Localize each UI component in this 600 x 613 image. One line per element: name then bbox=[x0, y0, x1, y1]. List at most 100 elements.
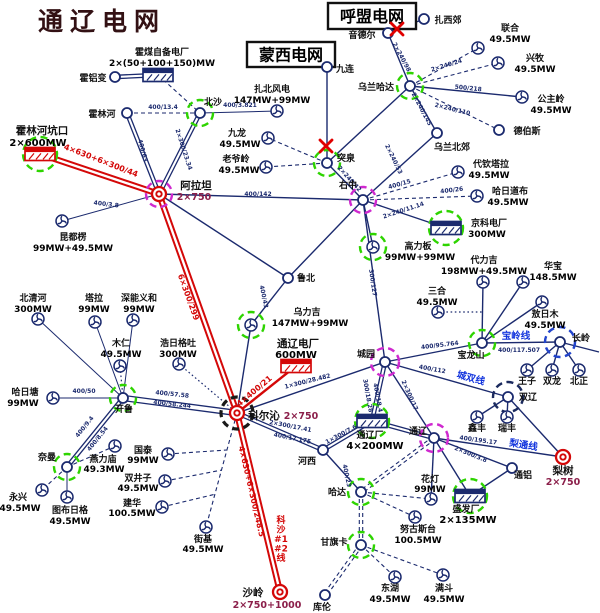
node-label: 99MW bbox=[7, 399, 38, 409]
wind-blade bbox=[493, 62, 499, 67]
wind-blade bbox=[164, 480, 170, 484]
node-label: 华宝 bbox=[544, 260, 562, 272]
node-label: 九龙 bbox=[227, 127, 246, 139]
transmission-line bbox=[360, 491, 416, 518]
highlight-ring-green bbox=[451, 477, 489, 515]
line-label: 2×300/17 bbox=[400, 379, 420, 411]
power-plant-hatch bbox=[360, 420, 367, 427]
external-grid-label: 呼盟电网 bbox=[340, 7, 404, 26]
node-label: 通辽厂 bbox=[356, 429, 383, 441]
node-shennengyihe bbox=[126, 313, 140, 327]
node-label: 100.5MW bbox=[394, 536, 441, 546]
node-label: 147MW+99MW bbox=[234, 96, 311, 106]
highlight-ring-green bbox=[358, 232, 388, 262]
substation-icon bbox=[109, 71, 121, 83]
transmission-line bbox=[559, 341, 600, 353]
wind-blade bbox=[550, 364, 553, 371]
node-label: 木仁 bbox=[111, 337, 130, 349]
transmission-line bbox=[373, 362, 388, 422]
node-label: 49.5MW bbox=[219, 140, 260, 150]
transmission-line bbox=[526, 341, 561, 371]
node-label: 49.5MW bbox=[468, 171, 509, 181]
node-label: 哈达 bbox=[328, 486, 346, 498]
transmission-line bbox=[359, 436, 434, 492]
node-tuburige bbox=[60, 490, 74, 504]
transmission-line bbox=[362, 199, 386, 363]
wind-blade bbox=[57, 220, 63, 225]
node-shuangliao bbox=[502, 391, 514, 403]
node-tala bbox=[88, 315, 102, 329]
wind-blade bbox=[371, 241, 374, 248]
transmission-line bbox=[384, 361, 509, 398]
line-label: 400/58.244 bbox=[153, 399, 191, 410]
node-zhaxijiao bbox=[418, 13, 430, 25]
transmission-line bbox=[360, 544, 444, 576]
node-muren bbox=[113, 359, 127, 373]
line-label: 城双线 bbox=[455, 368, 486, 388]
node-label: 燕力庙 bbox=[89, 453, 116, 465]
transmission-line bbox=[481, 281, 524, 344]
wind-blade bbox=[119, 365, 125, 369]
node-label: 长岭 bbox=[572, 332, 590, 344]
line-label: 300/127 bbox=[367, 269, 378, 297]
node-label: 北清河 bbox=[19, 292, 46, 304]
node-label: 浩日格吐 bbox=[160, 337, 196, 349]
highlight-ring-magenta bbox=[369, 346, 401, 378]
node-mandou bbox=[436, 568, 450, 582]
transmission-line bbox=[167, 449, 228, 455]
wind-blade bbox=[520, 91, 523, 98]
power-plant-hatch bbox=[35, 153, 42, 160]
highlight-ring-green bbox=[467, 328, 497, 358]
node-label: 永兴 bbox=[8, 491, 27, 503]
node-label: 九连 bbox=[335, 63, 355, 75]
wind-blade bbox=[37, 318, 43, 322]
line-label: 400/112 bbox=[418, 364, 446, 376]
transmission-line bbox=[360, 491, 432, 500]
power-plant-band bbox=[357, 414, 387, 420]
node-label: 双龙 bbox=[543, 375, 561, 387]
transmission-line bbox=[233, 413, 279, 593]
transmission-line bbox=[409, 85, 523, 98]
wind-blade bbox=[265, 166, 271, 170]
node-youzhong bbox=[357, 194, 369, 206]
substation-icon bbox=[117, 392, 129, 404]
node-label: 代力吉 bbox=[469, 254, 497, 266]
line-label: 梨通线 bbox=[507, 437, 539, 454]
wind-blade bbox=[204, 521, 207, 528]
x-mark bbox=[318, 138, 334, 154]
node-huomei bbox=[142, 67, 174, 83]
node-label: 音德尔 bbox=[348, 29, 375, 41]
power-plant-hatch bbox=[454, 227, 461, 234]
node-label: 乌兰哈达 bbox=[358, 81, 394, 93]
node-label: 北沙 bbox=[204, 96, 222, 108]
node-debosi bbox=[493, 124, 505, 136]
node-shengfa bbox=[454, 488, 486, 504]
wind-blade bbox=[506, 416, 512, 420]
node-label: 沙岭 bbox=[243, 586, 264, 599]
node-label: 2×600MW bbox=[9, 138, 66, 149]
transmission-line bbox=[250, 277, 289, 326]
node-wangzi bbox=[520, 363, 534, 377]
wind-blade bbox=[394, 576, 400, 580]
node-label: 霍林河坑口 bbox=[16, 124, 69, 137]
node-guotai bbox=[161, 447, 175, 461]
node-lianhe bbox=[471, 41, 485, 55]
line-label: 2×240/24 bbox=[430, 57, 463, 73]
node-yanlimiao bbox=[108, 439, 122, 453]
node-alatan bbox=[150, 185, 168, 203]
node-label: 突泉 bbox=[337, 152, 356, 164]
transmission-line bbox=[236, 324, 252, 414]
power-plant-hatch bbox=[166, 74, 173, 81]
transmission-line bbox=[123, 394, 238, 412]
node-label: 梨树 bbox=[552, 464, 574, 477]
node-hexi bbox=[317, 444, 329, 456]
wind-blade bbox=[521, 276, 524, 283]
substation-icon bbox=[319, 589, 331, 601]
line-label: 400/3.8 bbox=[93, 199, 119, 209]
line-label: 2×240/53 bbox=[383, 143, 403, 175]
node-label: 100.5MW bbox=[108, 509, 155, 519]
wind-blade bbox=[433, 311, 439, 316]
wind-blade bbox=[267, 137, 273, 141]
